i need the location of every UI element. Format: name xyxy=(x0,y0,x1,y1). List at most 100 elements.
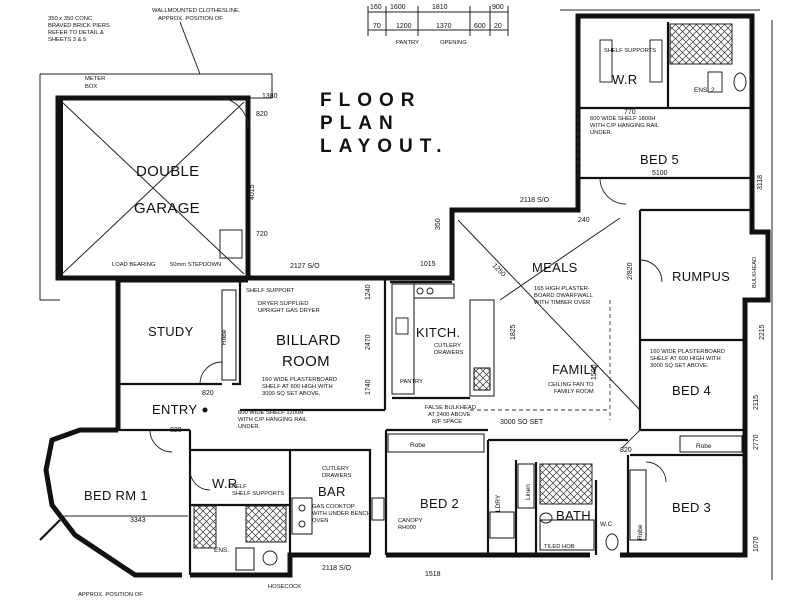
note-fan-1: CEILING FAN TO xyxy=(548,382,594,388)
dim-1600: 1600 xyxy=(390,4,406,11)
room-label-bed5: BED 5 xyxy=(640,152,679,167)
note-entry-shelf-3: UNDER. xyxy=(238,424,261,430)
room-label-billiard-line1: BILLARD xyxy=(276,332,341,349)
room-label-meals: MEALS xyxy=(532,260,578,275)
study: STUDY Robe 820 xyxy=(118,280,242,397)
dim-4015: 4015 xyxy=(249,184,256,200)
dim-1070: 1070 xyxy=(753,536,760,552)
title-line-plan: PLAN xyxy=(320,113,400,134)
note-bulkhead-3: R/F SPACE xyxy=(432,419,462,425)
dim-2470: 2470 xyxy=(365,334,372,350)
note-bar-drawers: DRAWERS xyxy=(322,473,352,479)
dim-entry-door: 820 xyxy=(170,427,182,434)
room-label-wc: W.C xyxy=(600,521,613,528)
note-clothesline-1: WALLMOUNTED CLOTHESLINE. xyxy=(152,8,241,14)
dim-770: 770 xyxy=(624,109,636,116)
dim-garage-door: 820 xyxy=(256,111,268,118)
dim-600: 600 xyxy=(474,23,486,30)
note-entry-shelf-2: WITH C/P HANGING RAIL xyxy=(238,417,308,423)
note-entry-shelf-1: 600 WIDE SHELF 1200H xyxy=(238,410,303,416)
title-line-layout: LAYOUT. xyxy=(320,136,449,157)
dim-2118: 2118 S/O xyxy=(520,197,550,204)
room-label-bed1: BED RM 1 xyxy=(84,488,148,503)
dim-pantry: PANTRY xyxy=(396,40,419,46)
note-brick-piers-1: 350 x 350 CONC xyxy=(48,16,92,22)
dim-rumpus-door: 2/820 xyxy=(627,262,634,280)
room-label-billiard-line2: ROOM xyxy=(282,353,330,370)
dim-20: 20 xyxy=(494,23,502,30)
note-bed4-shelf-1: 160 WIDE PLASTERBOARD xyxy=(650,349,725,355)
note-bar-cutlery: CUTLERY xyxy=(322,466,349,472)
dim-720: 720 xyxy=(256,231,268,238)
note-bed5-shelf-3: UNDER. xyxy=(590,130,613,136)
dim-2118b: 2118 S/O xyxy=(322,565,352,572)
note-meals-1: 165 HIGH PLASTER- xyxy=(534,286,590,292)
room-label-bed2: BED 2 xyxy=(420,496,459,511)
label-robe-bed3: Robe xyxy=(637,524,644,540)
note-dryer-2: UPRIGHT GAS DRYER xyxy=(258,308,320,314)
note-cooktop-1: GAS COOKTOP xyxy=(312,504,355,510)
room-label-entry: ENTRY xyxy=(152,402,197,417)
room-label-bar: BAR xyxy=(318,484,346,499)
note-approx-position: APPROX. POSITION OF xyxy=(78,592,143,598)
top-dimensions: 160 1600 1810 900 70 1200 1370 600 20 PA… xyxy=(367,4,760,46)
note-hosecock: HOSECOCK xyxy=(268,584,301,590)
title-line-floor: FLOOR xyxy=(320,90,422,111)
room-label-kitchen: KITCH. xyxy=(416,325,460,340)
wet-areas: BATH W.C LDRY Linen TILED HOB 820 xyxy=(486,438,632,555)
plan-title: FLOOR PLAN LAYOUT. xyxy=(320,90,449,157)
upper-left-notes: 350 x 350 CONC BRAVED BRICK PIERS REFER … xyxy=(48,8,241,75)
dim-3000: 3000 SO SET xyxy=(500,419,544,426)
dim-160: 160 xyxy=(370,4,382,11)
note-billiard-shelf-2: SHELF AT 600 HIGH WITH xyxy=(262,384,333,390)
note-meter: METER xyxy=(85,76,105,82)
label-robe-study: Robe xyxy=(221,329,228,345)
bed2: Robe BED 2 CANOPY RH000 1518 2118 S/O xyxy=(322,428,488,578)
note-wr-shelf: SHELF xyxy=(228,484,247,490)
billiard-room: BILLARD ROOM DRYER SUPPLIED UPRIGHT GAS … xyxy=(240,261,436,412)
room-label-garage-line1: DOUBLE xyxy=(136,163,200,180)
bed3: BED 3 Robe 2770 1070 xyxy=(626,434,760,555)
right-dimensions: 3118 2215 4015 1380 xyxy=(249,20,773,580)
note-canopy-2: RH000 xyxy=(398,525,416,531)
dim-3343: 3343 xyxy=(130,517,146,524)
note-brick-piers-3: REFER TO DETAIL & xyxy=(48,30,104,36)
dim-900: 900 xyxy=(492,4,504,11)
note-wr2-shelf-supports: SHELF SUPPORTS xyxy=(604,48,656,54)
note-tiled-hob: TILED HOB xyxy=(544,544,575,550)
bottom-notes: APPROX. POSITION OF HOSECOCK 2118 S/O xyxy=(78,275,301,598)
note-stepdown: 50mm STEPDOWN xyxy=(170,262,221,268)
garage: DOUBLE GARAGE METER BOX LOAD BEARING 50m… xyxy=(39,73,273,301)
note-kitchen-cutlery: CUTLERY xyxy=(434,343,461,349)
room-label-ens: ENS. xyxy=(214,547,229,554)
dim-240: 240 xyxy=(578,217,590,224)
note-wr-shelf-supports: SHELF SUPPORTS xyxy=(232,491,284,497)
dim-1370: 1370 xyxy=(436,23,452,30)
label-linen: Linen xyxy=(525,484,532,500)
dim-5100: 5100 xyxy=(652,170,668,177)
dim-70: 70 xyxy=(373,23,381,30)
outer-walls xyxy=(39,13,771,578)
dim-2770: 2770 xyxy=(753,434,760,450)
rumpus: RUMPUS 2/820 BULKHEAD xyxy=(627,208,758,342)
note-bed4-shelf-2: SHELF AT 600 HIGH WITH xyxy=(650,356,721,362)
dim-2115: 2115 xyxy=(753,395,760,410)
note-billiard-shelf-1: 160 WIDE PLASTERBOARD xyxy=(262,377,337,383)
room-label-bath: BATH xyxy=(556,508,591,523)
note-bulkhead-1: FALSE BULKHEAD xyxy=(425,405,476,411)
note-meals-2: BOARD DWARFWALL xyxy=(534,293,594,299)
label-robe-bed2: Robe xyxy=(410,442,426,449)
kitchen: KITCH. CUTLERY DRAWERS PANTRY FALSE BULK… xyxy=(390,280,495,425)
bar: BAR CUTLERY DRAWERS GAS COOKTOP WITH UND… xyxy=(290,448,385,555)
note-load-bearing: LOAD BEARING xyxy=(112,262,156,268)
dim-1810: 1810 xyxy=(432,4,448,11)
room-label-laundry: LDRY xyxy=(495,494,502,512)
note-shelf-support: SHELF SUPPORT xyxy=(246,288,295,294)
room-label-bed4: BED 4 xyxy=(672,383,711,398)
note-cooktop-3: OVEN xyxy=(312,518,328,524)
dim-study-door: 820 xyxy=(202,390,214,397)
note-bed4-shelf-3: 3000 SQ SET ABOVE. xyxy=(650,363,709,369)
dim-1380: 1380 xyxy=(262,93,278,100)
note-clothesline-2: APPROX. POSITION OF xyxy=(158,16,223,22)
